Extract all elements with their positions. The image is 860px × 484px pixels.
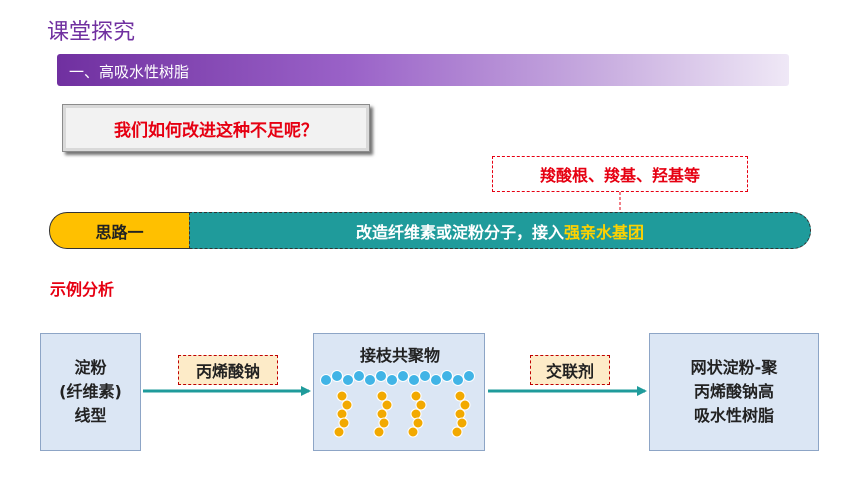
side-chain-bead xyxy=(376,390,388,402)
section-banner: 一、高吸水性树脂 xyxy=(57,54,789,86)
reagent1-label: 丙烯酸钠 xyxy=(195,362,260,381)
side-chain-bead xyxy=(373,426,385,438)
idea-bar: 思路一 改造纤维素或淀粉分子，接入强亲水基团 xyxy=(49,212,811,249)
backbone-bead xyxy=(452,374,464,386)
question-text: 我们如何改进这种不足呢？ xyxy=(114,120,318,141)
example-heading: 示例分析 xyxy=(50,280,115,299)
question-box: 我们如何改进这种不足呢？ xyxy=(62,104,370,152)
result-box: 网状淀粉-聚 丙烯酸钠高 吸水性树脂 xyxy=(649,333,819,451)
idea-text-main: 改造纤维素或淀粉分子，接入 xyxy=(355,222,564,242)
backbone-bead xyxy=(375,370,387,382)
backbone-bead xyxy=(463,370,475,382)
backbone-bead xyxy=(353,370,365,382)
reagent-sodium-acrylate: 丙烯酸钠 xyxy=(178,355,278,385)
starch-line: (纤维素) xyxy=(59,382,122,401)
graft-copolymer-box: 接枝共聚物 xyxy=(313,333,485,451)
side-chain-bead xyxy=(415,399,427,411)
backbone-bead xyxy=(397,370,409,382)
side-chain-bead xyxy=(451,426,463,438)
result-line: 吸水性树脂 xyxy=(693,406,774,425)
callout-box: 羧酸根、羧基、羟基等 xyxy=(492,156,748,192)
graft-copolymer-illustration xyxy=(320,370,475,438)
reagent-crosslinker: 交联剂 xyxy=(530,355,610,385)
idea-label: 思路一 xyxy=(95,222,144,242)
side-chain-bead xyxy=(378,417,390,429)
idea-text: 改造纤维素或淀粉分子，接入强亲水基团 xyxy=(356,219,644,243)
reagent2-label: 交联剂 xyxy=(545,362,594,381)
graft-label: 接枝共聚物 xyxy=(359,346,440,365)
side-chain-bead xyxy=(381,399,393,411)
backbone-bead xyxy=(342,374,354,386)
backbone-bead xyxy=(441,370,453,382)
backbone-bead xyxy=(386,374,398,386)
starch-line: 淀粉 xyxy=(74,358,107,377)
starch-line: 线型 xyxy=(74,406,107,425)
side-chain-bead xyxy=(407,426,419,438)
side-chain-bead xyxy=(333,426,345,438)
side-chain-bead xyxy=(459,399,471,411)
side-chain-bead xyxy=(410,390,422,402)
result-line: 网状淀粉-聚 xyxy=(690,358,778,377)
section-title: 一、高吸水性树脂 xyxy=(69,63,190,81)
backbone-bead xyxy=(364,374,376,386)
side-chain-bead xyxy=(376,408,388,420)
slide-title: 课堂探究 xyxy=(47,20,136,45)
idea-content-box: 改造纤维素或淀粉分子，接入强亲水基团 xyxy=(189,212,811,249)
backbone-bead xyxy=(419,370,431,382)
backbone-bead xyxy=(320,374,332,386)
backbone-bead xyxy=(430,374,442,386)
side-chain-bead xyxy=(338,417,350,429)
backbone-bead xyxy=(331,370,343,382)
side-chain-bead xyxy=(454,408,466,420)
side-chain-bead xyxy=(412,417,424,429)
idea-label-box: 思路一 xyxy=(49,212,189,249)
side-chain-bead xyxy=(410,408,422,420)
idea-text-highlight: 强亲水基团 xyxy=(564,222,645,242)
side-chain-bead xyxy=(336,390,348,402)
starch-box: 淀粉 (纤维素) 线型 xyxy=(40,333,141,451)
callout-text: 羧酸根、羧基、羟基等 xyxy=(539,166,700,185)
backbone-bead xyxy=(408,374,420,386)
side-chain-bead xyxy=(454,390,466,402)
side-chain-bead xyxy=(341,399,353,411)
side-chain-bead xyxy=(336,408,348,420)
result-line: 丙烯酸钠高 xyxy=(693,382,774,401)
side-chain-bead xyxy=(456,417,468,429)
